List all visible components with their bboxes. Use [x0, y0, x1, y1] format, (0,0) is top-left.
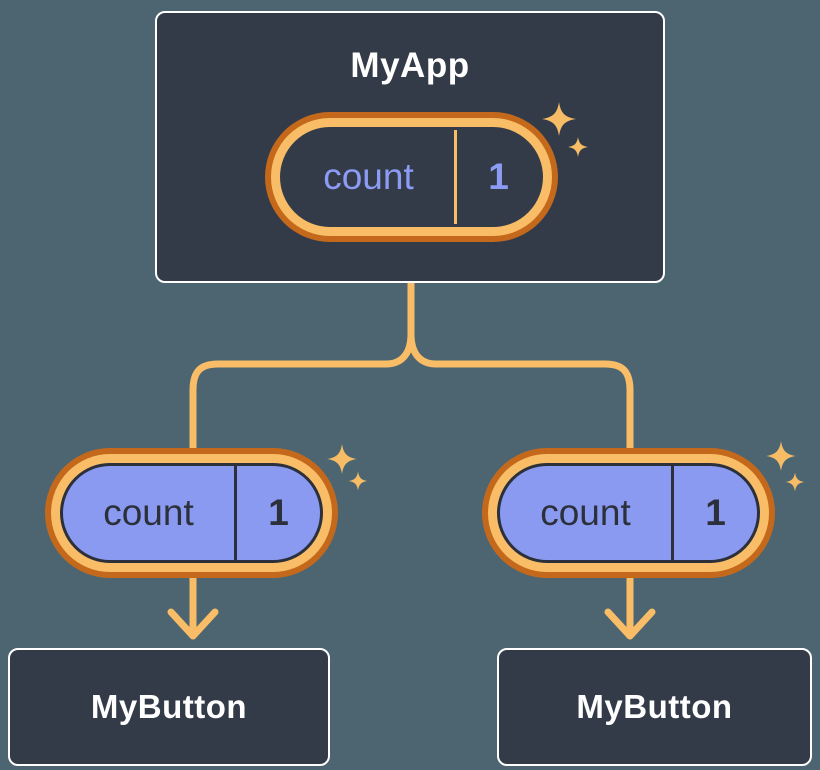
- component-node-mybutton-left: MyButton: [8, 648, 330, 766]
- sparkle-icon: [766, 441, 805, 492]
- component-title: MyApp: [350, 46, 470, 85]
- arrow-head-left-icon: [167, 608, 219, 640]
- state-pill-root: count 1: [265, 112, 558, 242]
- state-value: 1: [705, 492, 726, 533]
- pill-divider: [454, 130, 457, 224]
- sparkle-icon: [327, 444, 368, 491]
- fork-connector-right: [407, 279, 634, 459]
- component-title: MyButton: [576, 688, 733, 725]
- component-title: MyButton: [90, 688, 248, 725]
- state-pill-left-child: count 1: [45, 448, 338, 578]
- state-name: count: [540, 492, 631, 533]
- state-name: count: [103, 492, 194, 533]
- fork-connector-left: [189, 279, 415, 459]
- state-value: 1: [268, 492, 289, 533]
- state-value: 1: [488, 156, 509, 197]
- pill-divider: [671, 466, 674, 560]
- state-pill-right-child: count 1: [482, 448, 775, 578]
- component-node-mybutton-right: MyButton: [497, 648, 812, 766]
- pill-divider: [234, 466, 237, 560]
- arrow-head-right-icon: [604, 608, 656, 640]
- state-name: count: [323, 156, 414, 197]
